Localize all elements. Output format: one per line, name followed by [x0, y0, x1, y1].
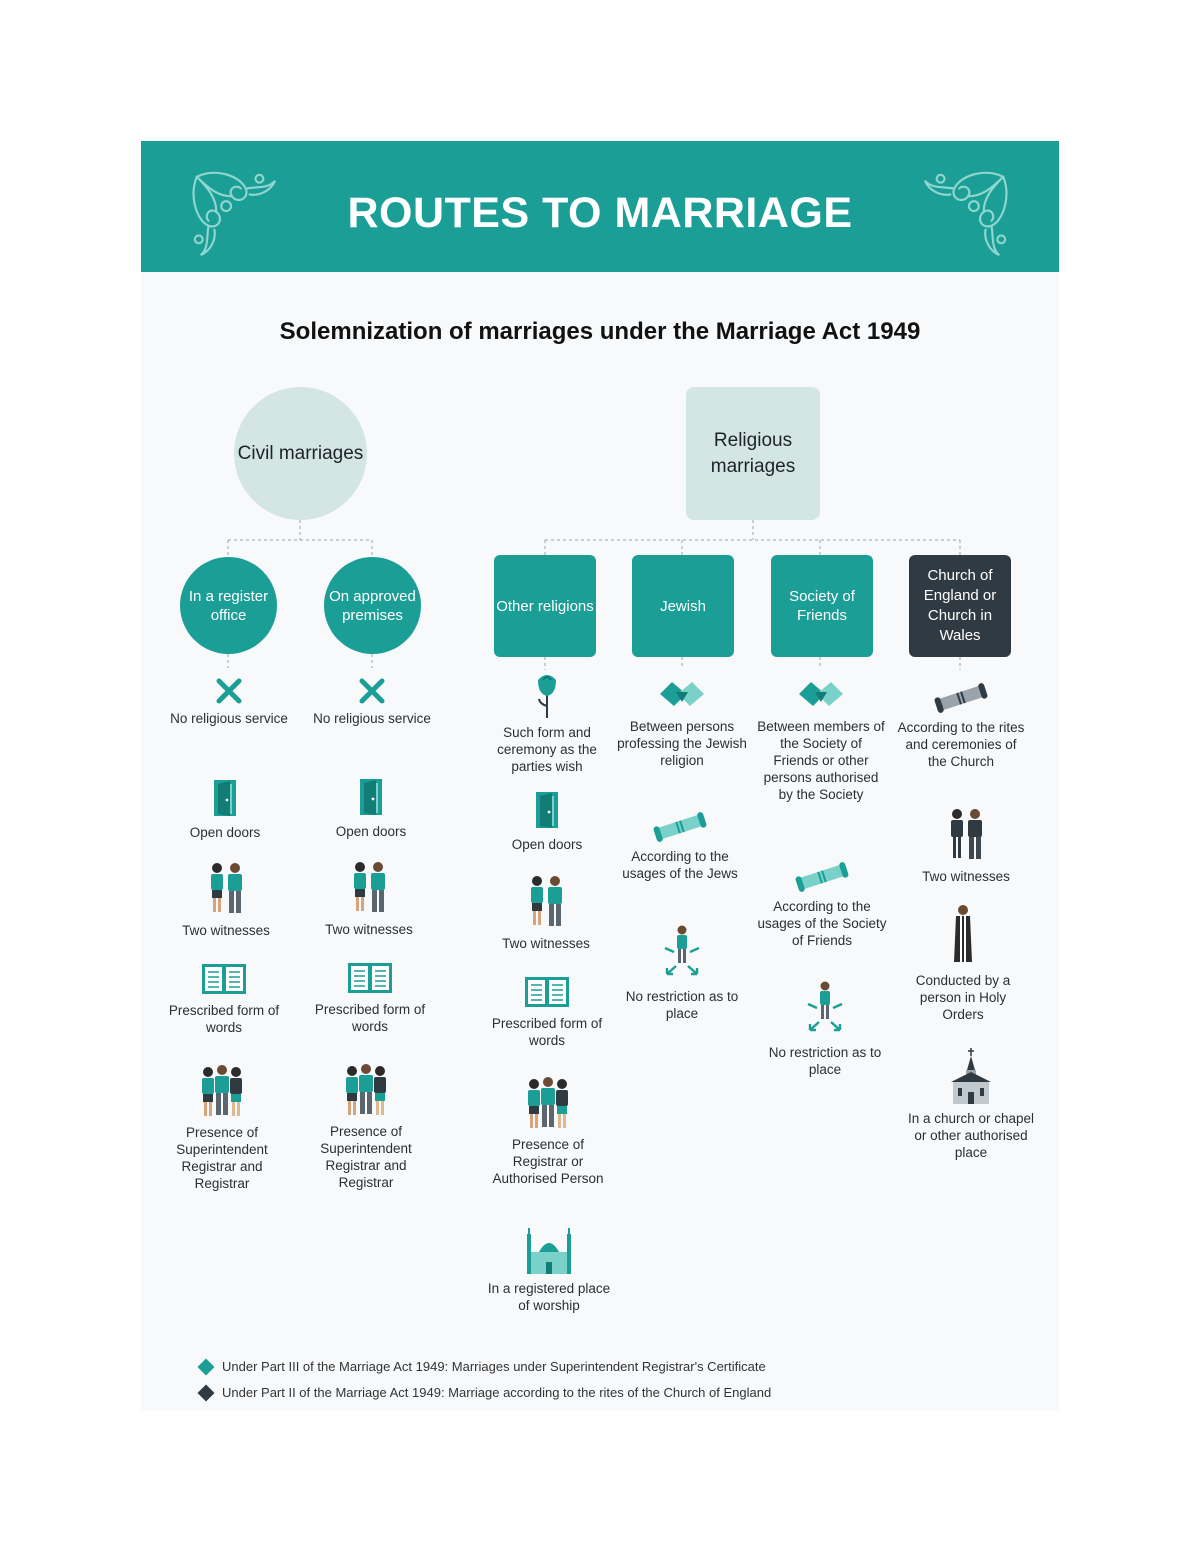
list-item: In a church or chapel or other authorise…: [906, 1046, 1036, 1161]
officials-icon: [192, 1062, 252, 1118]
item-label: According to the usages of the Society o…: [757, 899, 887, 948]
list-item: Between members of the Society of Friend…: [756, 680, 886, 803]
item-label: Such form and ceremony as the parties wi…: [497, 725, 597, 774]
list-item: Prescribed form of words: [305, 961, 435, 1035]
person-arrows-icon: [806, 980, 844, 1032]
item-label: Prescribed form of words: [491, 1016, 603, 1048]
list-item: No religious service: [164, 678, 294, 727]
rose-icon: [537, 674, 557, 718]
item-label: Presence of Superintendent Registrar and…: [176, 1125, 268, 1191]
church-of-england-node: Church of England or Church in Wales: [909, 555, 1011, 657]
book-icon: [524, 976, 570, 1008]
scroll-icon: [651, 812, 709, 842]
legend-item-part-ii: Under Part II of the Marriage Act 1949: …: [197, 1384, 772, 1401]
book-icon: [201, 963, 247, 995]
door-icon: [360, 779, 382, 815]
dark-diamond-icon: [197, 1384, 215, 1401]
approved-premises-node: On approved premises: [324, 557, 421, 654]
item-label: Two witnesses: [922, 869, 1010, 884]
list-item: Presence of Registrar or Authorised Pers…: [483, 1074, 613, 1187]
list-item: Conducted by a person in Holy Orders: [898, 902, 1028, 1023]
legend-text: Under Part III of the Marriage Act 1949:…: [222, 1359, 766, 1374]
list-item: Prescribed form of words: [482, 975, 612, 1049]
list-item: According to the rites and ceremonies of…: [896, 683, 1026, 770]
list-item: No restriction as to place: [760, 978, 890, 1078]
list-item: Two witnesses: [901, 808, 1031, 885]
list-item: Open doors: [160, 778, 290, 841]
teal-diamond-icon: [197, 1358, 215, 1375]
item-label: No restriction as to place: [768, 1045, 882, 1077]
item-label: Prescribed form of words: [314, 1002, 426, 1034]
officials-icon: [336, 1061, 396, 1117]
diagram-subtitle: Solemnization of marriages under the Mar…: [279, 318, 921, 345]
list-item: According to the usages of the Society o…: [757, 862, 887, 949]
item-label: Open doors: [335, 824, 407, 839]
item-label: Open doors: [189, 825, 261, 840]
legend-item-part-iii: Under Part III of the Marriage Act 1949:…: [197, 1358, 766, 1375]
item-label: No religious service: [313, 711, 431, 726]
list-item: Presence of Superintendent Registrar and…: [157, 1062, 287, 1192]
society-of-friends-node: Society of Friends: [771, 555, 873, 657]
item-label: Between persons professing the Jewish re…: [617, 719, 747, 768]
item-label: Two witnesses: [325, 922, 413, 937]
two-witnesses-icon: [951, 809, 982, 859]
religious-marriages-node: Religious marriages: [686, 387, 820, 520]
list-item: Between persons professing the Jewish re…: [617, 680, 747, 769]
register-office-node: In a register office: [180, 557, 277, 654]
church-icon: [950, 1047, 992, 1104]
header-banner: ROUTES TO MARRIAGE: [141, 141, 1059, 272]
content-panel: [141, 141, 1059, 1411]
civil-marriages-node: Civil marriages: [234, 387, 367, 520]
two-witnesses-icon: [201, 862, 251, 916]
item-label: Open doors: [511, 837, 583, 852]
item-label: Two witnesses: [182, 923, 270, 938]
item-label: In a church or chapel or other authorise…: [907, 1111, 1035, 1160]
door-icon: [214, 780, 236, 816]
item-label: Conducted by a person in Holy Orders: [915, 973, 1011, 1022]
item-label: Two witnesses: [502, 936, 590, 951]
list-item: Such form and ceremony as the parties wi…: [482, 672, 612, 775]
cross-icon: [204, 678, 254, 704]
officials-icon: [518, 1074, 578, 1130]
item-label: Presence of Registrar or Authorised Pers…: [492, 1137, 604, 1186]
scroll-icon: [793, 862, 851, 892]
legend-text: Under Part II of the Marriage Act 1949: …: [222, 1385, 772, 1400]
priest-icon: [954, 905, 972, 962]
list-item: Open doors: [306, 777, 436, 840]
item-label: No restriction as to place: [625, 989, 739, 1021]
list-item: According to the usages of the Jews: [615, 812, 745, 882]
page-title: ROUTES TO MARRIAGE: [347, 189, 853, 237]
list-item: Two witnesses: [161, 862, 291, 939]
item-label: According to the rites and ceremonies of…: [897, 720, 1025, 769]
item-label: Presence of Superintendent Registrar and…: [320, 1124, 412, 1190]
person-arrows-icon: [663, 924, 701, 976]
list-item: Two witnesses: [481, 875, 611, 952]
cross-icon: [347, 678, 397, 704]
jewish-node: Jewish: [632, 555, 734, 657]
list-item: In a registered place of worship: [484, 1226, 614, 1314]
door-icon: [536, 792, 558, 828]
handshake-icon: [660, 682, 704, 706]
book-icon: [347, 962, 393, 994]
list-item: No restriction as to place: [617, 922, 747, 1022]
item-label: In a registered place of worship: [487, 1281, 611, 1313]
mosque-icon: [526, 1227, 572, 1274]
handshake-icon: [799, 682, 843, 706]
other-religions-node: Other religions: [494, 555, 596, 657]
item-label: Between members of the Society of Friend…: [757, 719, 885, 802]
list-item: Prescribed form of words: [159, 962, 289, 1036]
list-item: Presence of Superintendent Registrar and…: [301, 1061, 431, 1191]
item-label: Prescribed form of words: [168, 1003, 280, 1035]
list-item: Open doors: [482, 790, 612, 853]
list-item: Two witnesses: [304, 861, 434, 938]
list-item: No religious service: [307, 678, 437, 727]
scroll-icon: [932, 683, 990, 713]
two-witnesses-icon: [344, 861, 394, 915]
item-label: According to the usages of the Jews: [622, 849, 738, 881]
two-witnesses-icon: [521, 875, 571, 929]
item-label: No religious service: [170, 711, 288, 726]
